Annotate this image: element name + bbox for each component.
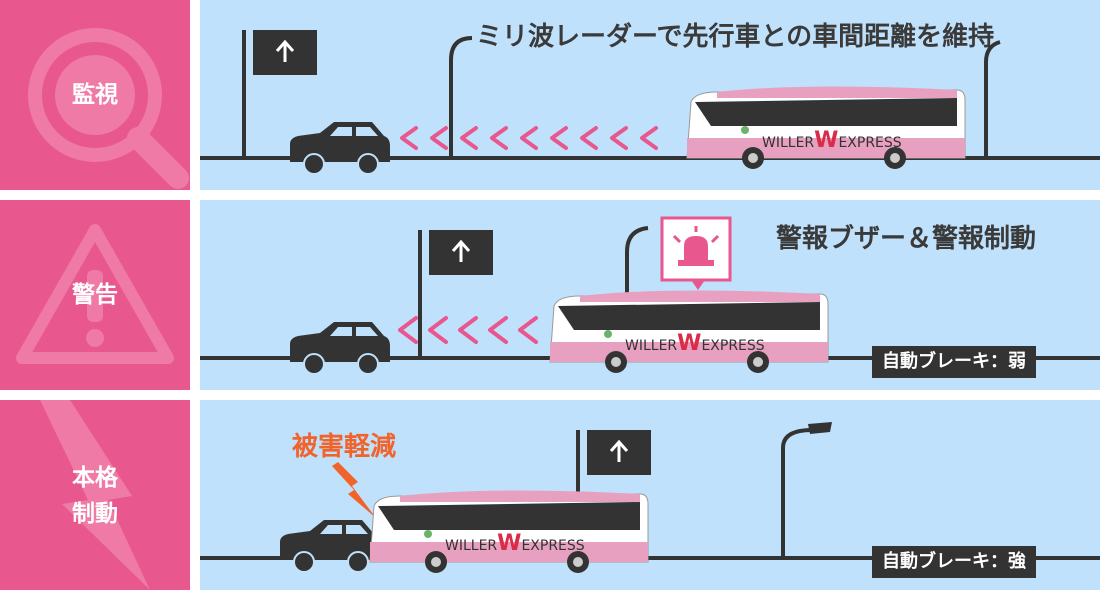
stage-row-full-braking: 本格 制動 [0, 400, 1100, 590]
impact-bolt-icon [332, 462, 376, 518]
bus-logo-mark: W [677, 331, 702, 356]
car-icon [280, 520, 380, 573]
up-arrow-icon [275, 39, 295, 62]
radar-chevron [428, 316, 448, 344]
radar-chevron [610, 126, 628, 150]
radar-chevron [580, 126, 598, 150]
up-arrow-icon [609, 439, 629, 462]
stage-label: 制動 [72, 501, 118, 527]
radar-chevron [550, 126, 568, 150]
bus-illustration [686, 86, 966, 169]
scene-warning: WILLERWEXPRESS 警報ブザー＆警報制動 自動ブレーキ：弱 [200, 200, 1100, 390]
bus-illustration [369, 490, 649, 573]
radar-chevrons [398, 316, 538, 344]
magnifier-icon [28, 28, 189, 189]
stage-warning-panel: 警告 [0, 200, 190, 390]
stage-circle [55, 55, 135, 135]
bus-logo: WILLERWEXPRESS [445, 531, 585, 556]
radar-chevron [490, 126, 508, 150]
stage-label: 警告 [72, 282, 118, 308]
scene-warning-drawing [200, 216, 1100, 375]
scene-full-braking: WILLERWEXPRESS 被害軽減 自動ブレーキ：強 [200, 400, 1100, 590]
radar-chevron [458, 316, 478, 344]
brake-strength-label: 自動ブレーキ：弱 [872, 346, 1036, 378]
stage-row-monitor: 監視 [0, 0, 1100, 190]
stage-label: 監視 [72, 82, 118, 108]
radar-chevron [460, 126, 478, 150]
stage-monitor-panel: 監視 [0, 0, 190, 190]
radar-chevron [520, 126, 538, 150]
car-icon [290, 322, 390, 375]
scene-monitor-drawing [200, 30, 1100, 175]
siren-icon [660, 216, 732, 290]
bus-illustration [549, 290, 829, 373]
road-line [200, 556, 1100, 560]
radar-chevron [430, 126, 448, 150]
street-lamp [449, 36, 473, 158]
radar-chevrons [400, 126, 658, 150]
radar-chevron [398, 316, 418, 344]
bus-logo: WILLERWEXPRESS [762, 128, 902, 153]
bus-logo-right: EXPRESS [838, 135, 902, 151]
stage-caption: ミリ波レーダーで先行車との車間距離を維持 [476, 22, 995, 52]
bus-logo-mark: W [497, 531, 522, 556]
brake-strength-label: 自動ブレーキ：強 [872, 546, 1036, 578]
stage-full-braking-panel: 本格 制動 [0, 400, 190, 590]
radar-chevron [400, 126, 418, 150]
lightning-icon [40, 400, 150, 590]
radar-chevron [518, 316, 538, 344]
direction-sign [242, 30, 317, 158]
stage-label: 本格 [72, 465, 118, 491]
scene-full-braking-drawing [200, 422, 1100, 573]
bus-logo-left: WILLER [625, 338, 678, 354]
street-lamp [984, 40, 1001, 158]
street-lamp [781, 422, 832, 558]
bus-logo-left: WILLER [445, 538, 498, 554]
bus-logo: WILLERWEXPRESS [625, 331, 765, 356]
scene-monitor: WILLERWEXPRESS ミリ波レーダーで先行車との車間距離を維持 [200, 0, 1100, 190]
radar-chevron [640, 126, 658, 150]
direction-sign [418, 230, 493, 358]
stage-caption: 警報ブザー＆警報制動 [776, 224, 1037, 254]
car-icon [290, 122, 390, 175]
bus-logo-right: EXPRESS [521, 538, 585, 554]
radar-chevron [488, 316, 508, 344]
road-line [200, 156, 1100, 160]
damage-reduction-label: 被害軽減 [292, 432, 397, 462]
up-arrow-icon [451, 239, 471, 262]
bus-logo-left: WILLER [762, 135, 815, 151]
stage-row-warning: 警告 [0, 200, 1100, 390]
bus-logo-mark: W [814, 128, 839, 153]
bus-logo-right: EXPRESS [701, 338, 765, 354]
warning-triangle-icon [16, 224, 174, 364]
street-lamp [625, 226, 649, 300]
